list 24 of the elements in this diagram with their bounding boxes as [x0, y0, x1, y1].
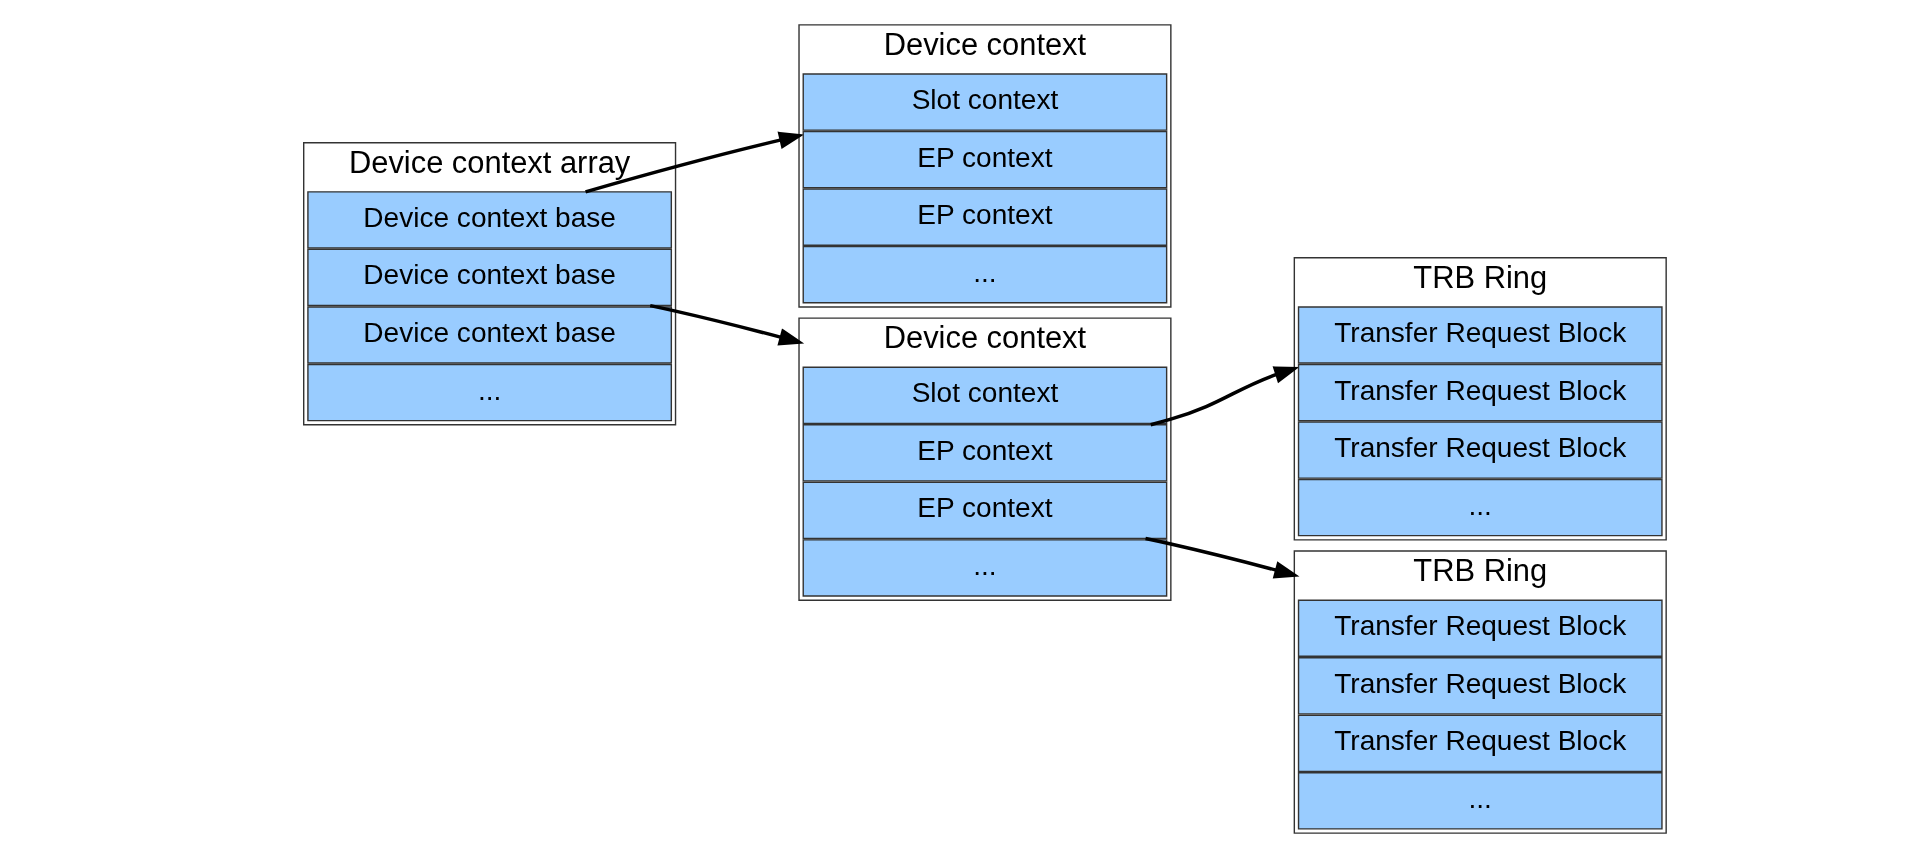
- node-box: Transfer Request Block: [1297, 599, 1663, 657]
- node-box: Transfer Request Block: [1297, 714, 1663, 773]
- node-box: ...: [1297, 772, 1663, 830]
- node-box: Slot context: [802, 366, 1168, 425]
- arrow: [1150, 366, 1300, 427]
- node-box: Transfer Request Block: [1297, 421, 1663, 479]
- node-box: ...: [1297, 478, 1663, 537]
- node-box: Transfer Request Block: [1297, 306, 1663, 364]
- node-box: Slot context: [802, 73, 1168, 131]
- node-box: EP context: [802, 188, 1168, 246]
- arrow: [585, 131, 805, 194]
- node-box: Device context base: [307, 191, 673, 249]
- node-box: EP context: [802, 424, 1168, 482]
- node-box: ...: [802, 245, 1168, 304]
- node-box: Transfer Request Block: [1297, 363, 1663, 422]
- node-box: EP context: [802, 130, 1168, 189]
- node-box: ...: [802, 539, 1168, 597]
- node-box: Device context base: [307, 248, 673, 307]
- arrow: [649, 303, 805, 346]
- node-box: Device context base: [307, 306, 673, 364]
- arrow: [1145, 536, 1300, 579]
- node-box: ...: [307, 363, 673, 422]
- node-box: Transfer Request Block: [1297, 657, 1663, 715]
- node-box: EP context: [802, 481, 1168, 540]
